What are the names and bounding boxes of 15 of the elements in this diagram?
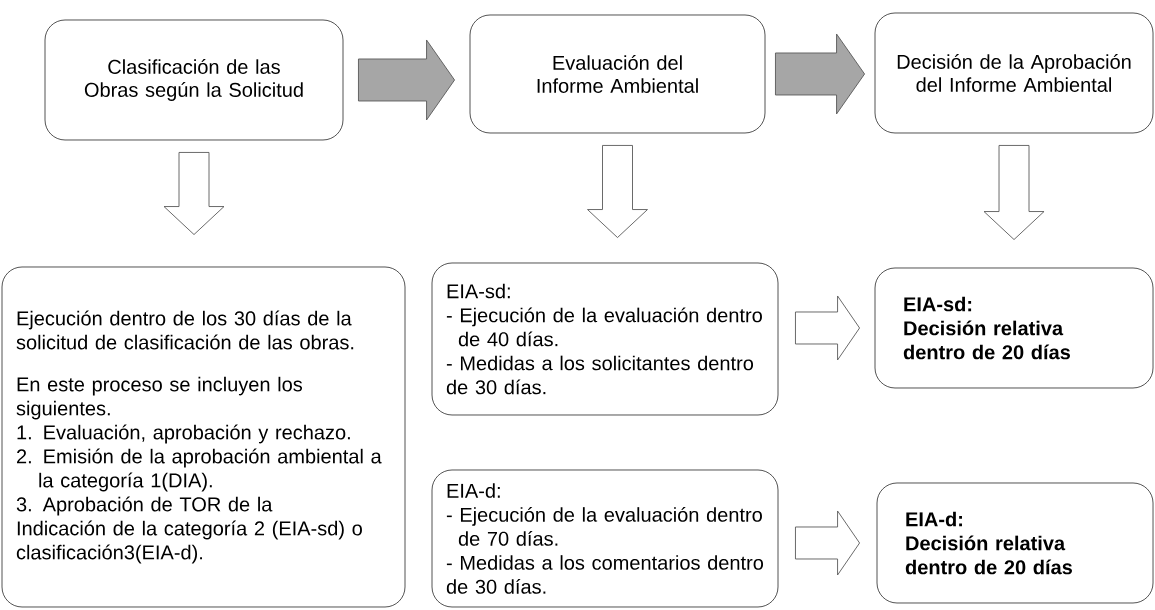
process-box: Evaluación del Informe Ambiental: [469, 14, 766, 134]
decision-box: EIA-sd: Decisión relativa dentro de 20 días: [874, 267, 1154, 389]
text-box: EIA-sd: - Ejecución de la evaluación dentro de 40 días. - Medidas a los solicitantes dentro de 30 días.: [431, 262, 779, 416]
text-box: EIA-d: - Ejecución de la evaluación dentro de 70 días. - Medidas a los comentarios dentro de 30 días.: [431, 469, 779, 608]
text-box: Ejecución dentro de los 30 días de la solicitud de clasificación de las obras. En este proceso se incluyen los siguientes. 1. Evaluación, aprobación y rechazo. 2. Emisión de la aprobación ambiental a la categoría 1(DIA). 3. Aprobación de TOR de la Indicación de la categoría 2 (EIA-sd) o clasificación3(EIA-d).: [1, 266, 406, 608]
block-arrow: [775, 33, 865, 115]
block-arrow: [587, 145, 648, 238]
block-arrow: [358, 39, 455, 121]
block-arrow: [795, 295, 861, 361]
decision-box: EIA-d: Decisión relativa dentro de 20 días: [876, 482, 1154, 604]
block-arrow: [983, 145, 1045, 240]
block-arrow: [163, 152, 225, 235]
process-box: Clasificación de las Obras según la Solicitud: [44, 19, 344, 141]
block-arrow: [795, 510, 861, 576]
process-box: Decisión de la Aprobación del Informe Ambiental: [874, 12, 1154, 134]
